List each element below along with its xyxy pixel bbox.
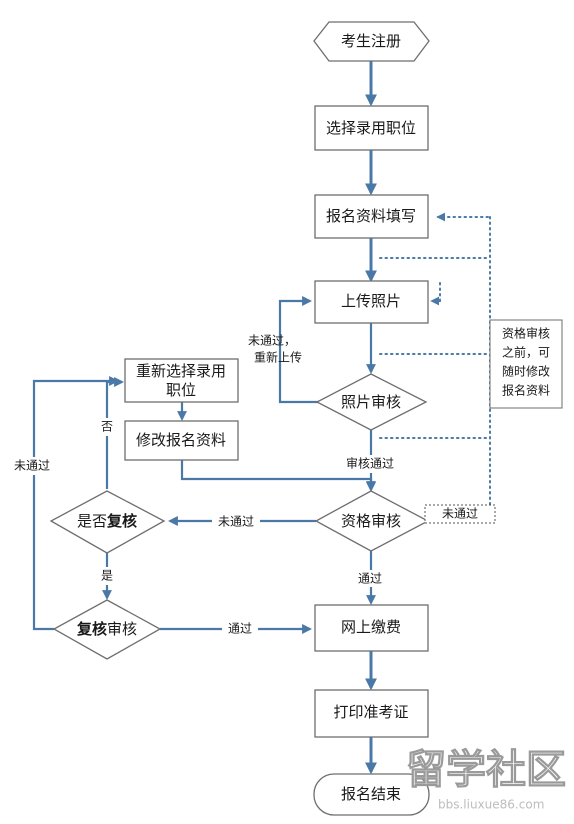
note-line-1: 资格审核 (502, 326, 550, 341)
node-upload-photo (314, 280, 429, 324)
flow-modify-to-qualification (180, 460, 376, 491)
node-qualification-review (314, 490, 430, 552)
label-qual-fail: 未通过 (218, 515, 254, 529)
node-reselect-position (124, 358, 239, 403)
recheck-question-part1: 是否 (77, 512, 107, 530)
recheck-review-part1: 复核 (76, 620, 107, 638)
label-no: 否 (101, 420, 113, 434)
node-modify-info-text: 修改报名资料 (136, 431, 226, 449)
label-qual-fail-side: 未通过 (442, 507, 478, 521)
label-recheck-fail-bg (10, 457, 54, 475)
flow-photo-fail-loop (278, 296, 323, 404)
label-recheck-pass-bg (222, 620, 258, 638)
label-photo-fail-2: 重新上传 (254, 350, 302, 365)
watermark-url: bbs.liuxue86.com (438, 798, 544, 812)
label-photo-fail-1: 未通过， (248, 334, 296, 348)
node-online-payment (314, 604, 429, 652)
label-review-passed-bg (336, 455, 404, 473)
node-photo-review (315, 373, 428, 431)
node-recheck-question (49, 490, 166, 554)
label-no-bg (95, 418, 119, 436)
node-qualification-review-text: 资格审核 (341, 512, 401, 530)
node-register-text: 考生注册 (341, 32, 401, 50)
label-recheck-pass: 通过 (228, 622, 252, 636)
node-reselect-line2: 职位 (166, 381, 196, 399)
label-qual-fail-bg (212, 513, 260, 530)
node-select-position-text: 选择录用职位 (326, 119, 416, 137)
note-box (489, 319, 563, 409)
recheck-question-part2: 复核 (106, 512, 137, 530)
note-line-3: 随时修改 (502, 364, 550, 379)
node-register (313, 21, 430, 62)
node-end (313, 773, 430, 816)
node-recheck-review-text: 复核审核 (76, 620, 137, 638)
node-photo-review-text: 照片审核 (341, 393, 401, 411)
note-line-2: 之前，可 (502, 345, 550, 360)
node-online-payment-text: 网上缴费 (341, 618, 401, 636)
watermark-title: 留学社区 (406, 747, 566, 793)
node-select-position (314, 105, 429, 151)
node-upload-photo-text: 上传照片 (341, 292, 401, 310)
recheck-review-part2: 审核 (107, 620, 137, 638)
node-fill-info (314, 194, 429, 239)
label-qual-fail-side-box (424, 504, 496, 524)
node-recheck-review (52, 599, 162, 660)
node-print-ticket (314, 689, 429, 738)
label-review-passed: 审核通过 (346, 456, 394, 471)
label-qual-pass-bg (352, 570, 388, 587)
label-yes: 是 (101, 569, 113, 583)
node-modify-info (124, 420, 239, 461)
flow-recheck-fail-loop (32, 376, 119, 631)
node-reselect-line1: 重新选择录用 (136, 362, 226, 380)
node-end-text: 报名结束 (341, 785, 401, 803)
node-recheck-question-text: 是否复核 (77, 512, 137, 530)
label-qual-pass: 通过 (358, 572, 382, 586)
label-recheck-fail: 未通过 (14, 459, 50, 473)
label-yes-bg (95, 567, 119, 585)
node-print-ticket-text: 打印准考证 (333, 703, 408, 721)
node-fill-info-text: 报名资料填写 (326, 207, 416, 225)
note-line-4: 报名资料 (502, 383, 550, 398)
